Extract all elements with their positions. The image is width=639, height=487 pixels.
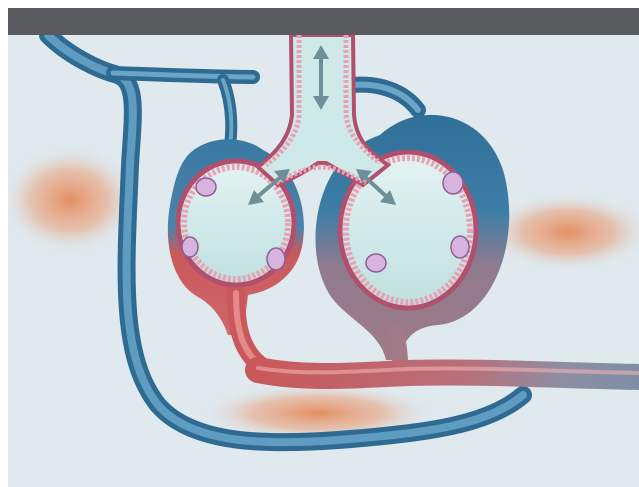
bottom-vessel [258,368,639,377]
top-bar [8,8,639,35]
alveolar-gas-exchange-illustration [8,35,639,487]
